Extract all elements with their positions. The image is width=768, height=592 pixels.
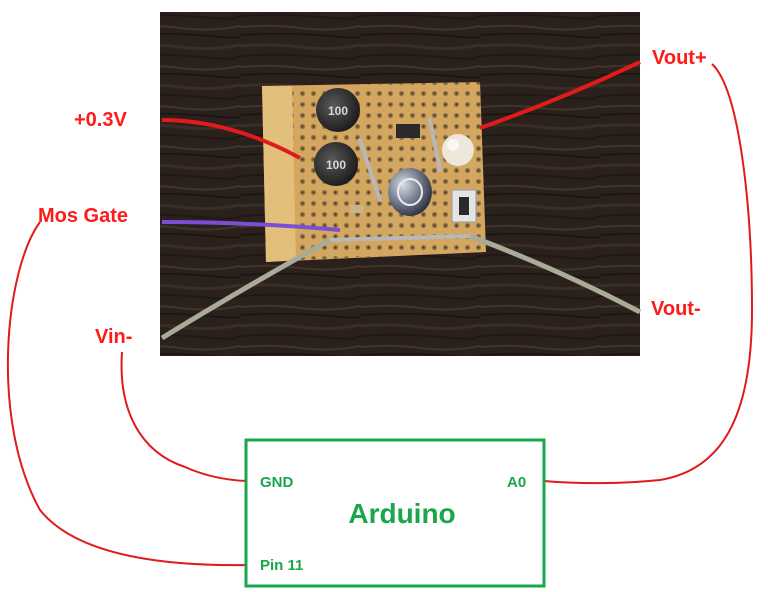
capacitor-icon <box>388 168 432 216</box>
pin-a0-label: A0 <box>507 474 526 491</box>
resistor <box>350 205 364 213</box>
pin-gnd-label: GND <box>260 474 294 491</box>
led-icon <box>442 134 474 166</box>
mosfet-chip <box>396 124 420 138</box>
inductor-bottom: 100 <box>314 142 358 186</box>
line-vin-gnd <box>122 352 246 481</box>
label-mos-gate: Mos Gate <box>38 205 128 227</box>
inductor-marking-top: 100 <box>328 104 348 118</box>
inductor-marking-bottom: 100 <box>326 158 346 172</box>
circuit-photo: 100 100 <box>160 12 640 356</box>
label-vout-minus: Vout- <box>651 298 701 320</box>
label-plus-03v: +0.3V <box>74 109 127 131</box>
inductor-top: 100 <box>316 88 360 132</box>
arduino-board: Arduino GND A0 Pin 11 <box>246 440 544 586</box>
label-vout-plus: Vout+ <box>652 47 707 69</box>
pin-11-label: Pin 11 <box>260 557 303 574</box>
arduino-title: Arduino <box>348 498 455 529</box>
label-vin-minus: Vin- <box>95 326 132 348</box>
pushbutton-icon <box>452 190 476 222</box>
